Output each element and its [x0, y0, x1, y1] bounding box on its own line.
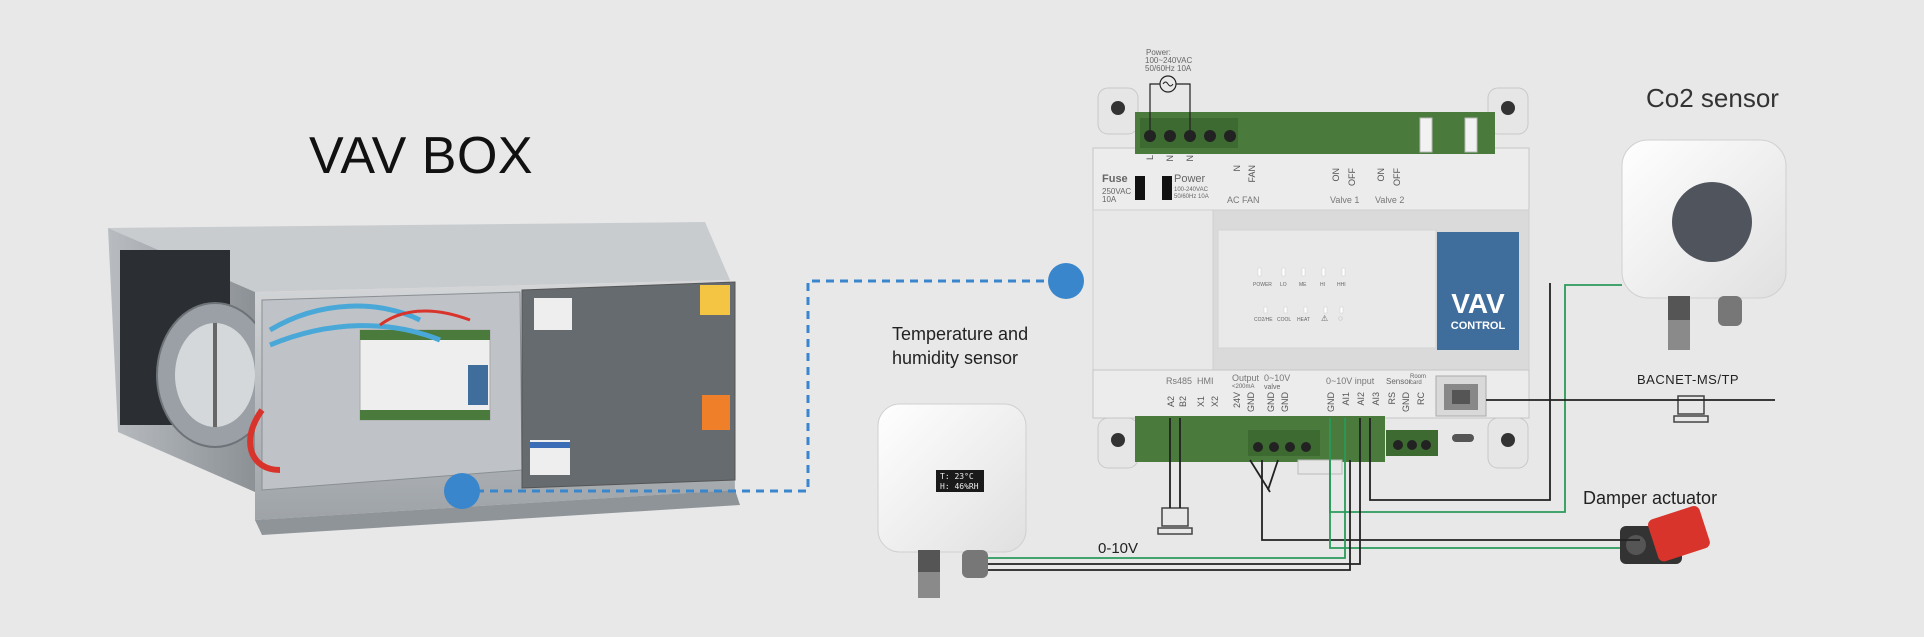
- terminal-B2: B2: [1178, 396, 1188, 408]
- terminal-GND-4: GND: [1326, 392, 1336, 412]
- terminal-RC: RC: [1416, 392, 1426, 405]
- led-warning: ⚠: [1321, 314, 1329, 323]
- power-note-line1: Power:: [1146, 48, 1171, 57]
- terminal-L: L: [1145, 155, 1155, 161]
- terminal-A2: A2: [1166, 396, 1176, 408]
- led-me: ME: [1299, 282, 1307, 288]
- fuse-title: Fuse: [1102, 173, 1128, 185]
- vav-control-logo: VAV CONTROL: [1437, 232, 1519, 350]
- terminal-FAN: FAN: [1247, 165, 1257, 183]
- power-rating-2: 50/60Hz 10A: [1174, 194, 1209, 200]
- co2-sensor-image: [1621, 139, 1787, 350]
- power-title: Power: [1174, 173, 1206, 185]
- terminal-AI2: AI2: [1356, 392, 1366, 406]
- bacnet-label: BACNET-MS/TP: [1637, 372, 1740, 387]
- power-note-line3: 50/60Hz 10A: [1145, 64, 1192, 73]
- terminal-X1: X1: [1196, 396, 1206, 408]
- temp-sensor-label-line2: humidity sensor: [892, 348, 1019, 368]
- terminal-AI3: AI3: [1371, 392, 1381, 406]
- terminal-X2: X2: [1210, 396, 1220, 408]
- terminal-ON2: ON: [1376, 168, 1386, 182]
- vav-box-image: [108, 222, 740, 535]
- link-dot-left: [444, 473, 480, 509]
- group-output-limit: <200mA: [1232, 384, 1255, 390]
- led-power: POWER: [1253, 282, 1272, 288]
- fuse-rating-2: 10A: [1102, 195, 1117, 204]
- led-cool: COOL: [1277, 317, 1292, 323]
- link-dot-right: [1048, 263, 1084, 299]
- sensor-display: T: 23°C H: 46%RH: [936, 470, 984, 492]
- computer-icon: [1157, 507, 1193, 535]
- dashed-link: [462, 279, 1066, 493]
- group-sensor: Sensor: [1386, 377, 1412, 386]
- sensor-display-humidity: H: 46%RH: [940, 482, 979, 491]
- vav-box-title: VAV BOX: [309, 127, 534, 185]
- fuse-rating-1: 250VAC: [1102, 187, 1132, 196]
- terminal-AI1: AI1: [1341, 392, 1351, 406]
- damper-actuator-image: [1620, 505, 1710, 564]
- sensor-display-temp: T: 23°C: [940, 472, 974, 481]
- terminal-RS: RS: [1387, 392, 1397, 405]
- terminal-GND-3: GND: [1280, 392, 1290, 412]
- terminal-ON1: ON: [1331, 168, 1341, 182]
- led-heat: HEAT: [1297, 317, 1310, 323]
- group-valve-output: 0~10V: [1264, 373, 1291, 383]
- terminal-24V: 24V: [1232, 392, 1242, 409]
- terminal-OFF2: OFF: [1392, 168, 1402, 186]
- terminal-N1: N: [1165, 155, 1175, 162]
- vav-logo-main: VAV: [1451, 288, 1505, 319]
- temp-sensor-label-line1: Temperature and: [892, 324, 1029, 344]
- group-input: 0~10V input: [1326, 376, 1375, 386]
- damper-actuator-label: Damper actuator: [1583, 488, 1718, 508]
- group-rs485: Rs485: [1166, 376, 1193, 386]
- co2-sensor-label: Co2 sensor: [1646, 83, 1779, 113]
- vav-logo-sub: CONTROL: [1450, 320, 1506, 332]
- group-valve2: Valve 2: [1375, 195, 1405, 205]
- group-room-card: Room card: [1410, 374, 1427, 386]
- group-ac-fan: AC FAN: [1227, 195, 1260, 205]
- temp-humidity-sensor-image: [877, 403, 1027, 598]
- led-hhi: HHI: [1337, 282, 1346, 288]
- led-lo: LO: [1280, 282, 1287, 288]
- terminal-N3: N: [1232, 165, 1242, 172]
- terminal-GND-2: GND: [1266, 392, 1276, 412]
- power-rating-1: 100-240VAC: [1174, 187, 1208, 193]
- temp-sensor-label: Temperature and humidity sensor: [892, 322, 1028, 370]
- power-note-line2: 100~240VAC: [1145, 56, 1193, 65]
- terminal-OFF1: OFF: [1347, 168, 1357, 186]
- led-other: ◌: [1338, 314, 1343, 323]
- group-hmi: HMI: [1197, 376, 1214, 386]
- led-co2: CO2/HE: [1254, 317, 1273, 323]
- terminal-N2: N: [1185, 155, 1195, 162]
- group-output: Output: [1232, 373, 1260, 383]
- terminal-GND-5: GND: [1401, 392, 1411, 412]
- wiring: [988, 283, 1775, 571]
- group-valve-output-sub: valve: [1264, 384, 1281, 391]
- ac-power-symbol: [1149, 75, 1191, 136]
- computer-icon: [1673, 395, 1709, 423]
- terminal-GND-1: GND: [1246, 392, 1256, 412]
- group-valve1: Valve 1: [1330, 195, 1360, 205]
- led-hi: HI: [1320, 282, 1325, 288]
- signal-label: 0-10V: [1098, 540, 1139, 557]
